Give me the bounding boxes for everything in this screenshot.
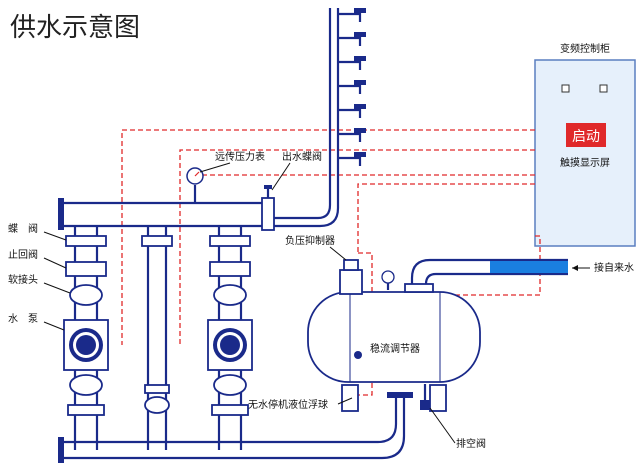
check-valve-1 [65, 261, 107, 277]
tap-water-label: 接自来水 [594, 261, 634, 274]
drain-valve-label: 排空阀 [456, 437, 486, 450]
suppressor-label: 负压抑制器 [285, 234, 335, 247]
flow-regulator-tank [307, 291, 481, 412]
riser-pipe [268, 8, 340, 228]
drain-valve [420, 400, 430, 410]
riser-taps [338, 8, 366, 166]
negative-pressure-suppressor [339, 259, 363, 295]
control-cabinet: 启动 触摸显示屏 [534, 59, 636, 247]
float-label: 无水停机液位浮球 [248, 398, 328, 411]
check-valve-label: 止回阀 [8, 248, 38, 261]
pump-branch-2 [207, 226, 253, 450]
check-valve-2 [209, 261, 251, 277]
cabinet-indicator-left [561, 84, 570, 93]
suction-pipe [58, 392, 413, 463]
wire-suppressor [357, 183, 535, 253]
float-ball [354, 351, 362, 359]
cabinet-indicator-right [599, 84, 608, 93]
tank-right-leg [429, 384, 447, 412]
butterfly-valve-1 [65, 235, 107, 247]
soft-joint-2 [213, 284, 247, 306]
tank-label: 稳流调节器 [370, 342, 420, 355]
tank-left-leg [341, 384, 359, 412]
header-pipe [58, 198, 268, 230]
outlet-butterfly-valve [261, 185, 275, 231]
diagram-title: 供水示意图 [10, 13, 140, 43]
pump-branch-1 [63, 226, 109, 450]
soft-joint-label: 软接头 [8, 273, 38, 286]
wire-pump-1 [121, 129, 535, 345]
wire-pump-2 [179, 149, 535, 345]
outlet-valve-label: 出水蝶阀 [282, 150, 322, 163]
cabinet-label: 变频控制柜 [560, 42, 610, 55]
bypass-branch [141, 226, 173, 450]
start-button-label: 启动 [572, 129, 600, 145]
butterfly-valve-2 [209, 235, 251, 247]
remote-pressure-gauge [186, 167, 204, 203]
butterfly-valve-label: 蝶 阀 [8, 222, 38, 235]
touch-screen-label: 触摸显示屏 [560, 156, 610, 169]
tank-gauge [381, 270, 395, 290]
pump-label: 水 泵 [8, 313, 38, 325]
soft-joint-1 [69, 284, 103, 306]
bypass-valve [141, 235, 173, 247]
start-button[interactable] [566, 123, 606, 147]
tap-water-inlet [404, 258, 590, 293]
remote-gauge-label: 远传压力表 [215, 150, 265, 163]
